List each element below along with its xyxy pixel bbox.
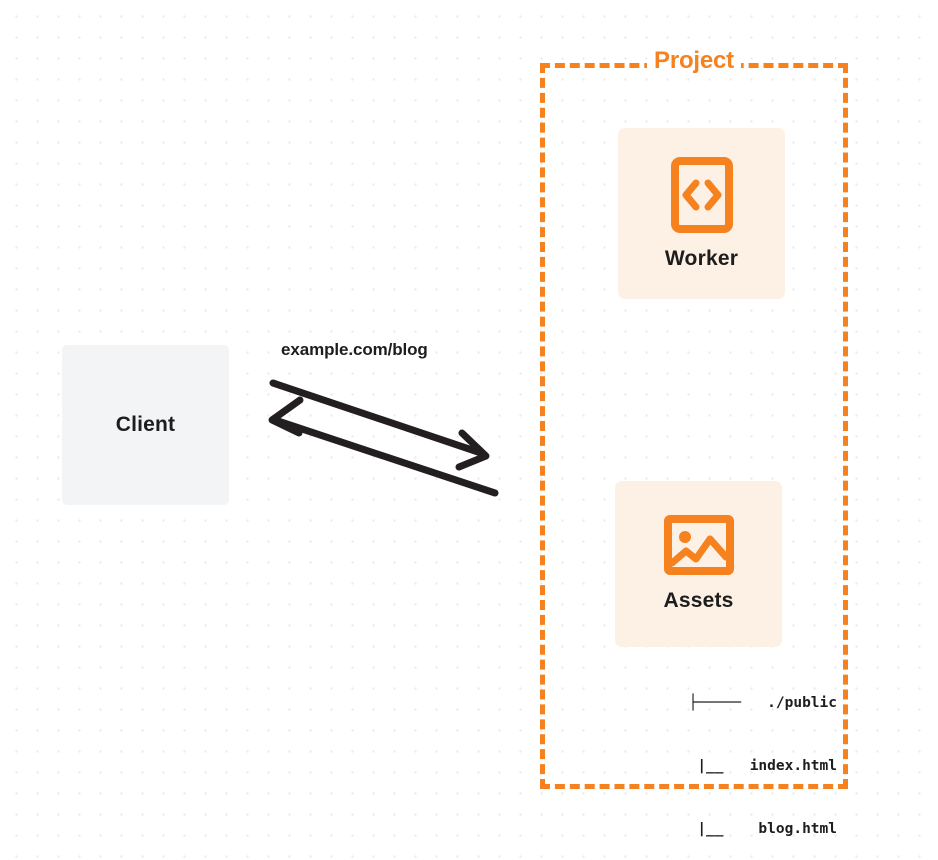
node-assets[interactable]: Assets <box>615 481 782 647</box>
image-picture-icon <box>663 515 734 575</box>
code-brackets-icon <box>670 156 733 233</box>
node-worker-label: Worker <box>664 246 739 270</box>
group-project-title: Project <box>647 46 741 75</box>
edge-arrows <box>268 379 499 497</box>
group-project[interactable]: Project Worker Assets <box>540 46 848 837</box>
node-assets-label: Assets <box>663 589 734 612</box>
node-client[interactable]: Client <box>62 345 229 505</box>
file-tree-row: |__ blog.html <box>688 821 837 837</box>
file-tree-row: ├───── ./public <box>688 695 837 711</box>
assets-file-tree: ├───── ./public |__ index.html |__ blog.… <box>589 651 837 860</box>
node-worker[interactable]: Worker <box>618 128 785 299</box>
file-tree-row: |__ index.html <box>688 758 837 774</box>
edge-label-example-com-blog: example.com/blog <box>281 340 428 359</box>
node-client-label: Client <box>115 413 176 436</box>
arrow-request-icon <box>269 379 490 471</box>
arrow-response-icon <box>268 396 499 497</box>
